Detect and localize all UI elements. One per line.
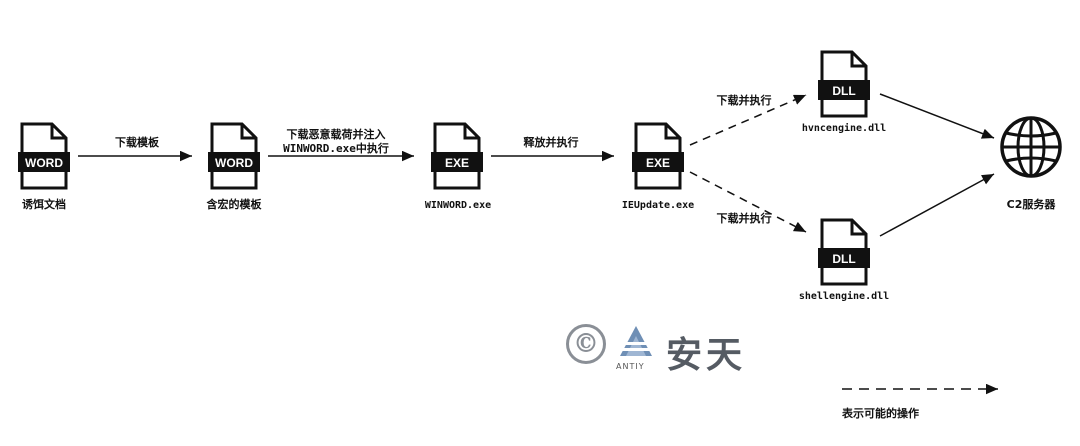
node-label-hvnc: hvncengine.dll: [801, 123, 887, 134]
edge-label-download-execute-top: 下载并执行: [716, 94, 772, 107]
watermark-sub: ANTIY: [616, 362, 645, 371]
exe-ieupdate-icon: EXE: [632, 122, 684, 190]
dll-hvnc-icon: DLL: [818, 50, 870, 118]
node-label-winword: WINWORD.exe: [424, 200, 492, 211]
icon-text: WORD: [25, 156, 63, 170]
icon-text: WORD: [215, 156, 253, 170]
exe-winword-icon: EXE: [431, 122, 483, 190]
icon-text: EXE: [445, 156, 469, 170]
edge-dashed-to-hvnc: [689, 94, 807, 146]
edge-dashed-to-shell: [689, 171, 807, 233]
node-label-macro-template: 含宏的模板: [206, 198, 262, 211]
node-label-ieupdate: IEUpdate.exe: [621, 200, 695, 211]
word-doc-icon: WORD: [18, 122, 70, 190]
node-label-shell: shellengine.dll: [798, 291, 890, 302]
word-template-icon: WORD: [208, 122, 260, 190]
dll-shell-icon: DLL: [818, 218, 870, 286]
antiy-watermark: © ANTIY 安天: [566, 318, 766, 376]
edge-label-download-inject-1: 下载恶意载荷并注入: [286, 128, 386, 141]
watermark-brand: 安天: [666, 335, 747, 376]
copyright-icon: ©: [566, 324, 606, 364]
edge-shell-to-c2: [879, 173, 995, 237]
node-label-c2: C2服务器: [1006, 198, 1056, 211]
node-label-bait-doc: 诱饵文档: [22, 198, 66, 211]
icon-text: EXE: [646, 156, 670, 170]
edge-hvnc-to-c2: [879, 93, 995, 139]
legend-label: 表示可能的操作: [842, 407, 919, 420]
globe-icon: [1000, 116, 1062, 178]
edge-label-download-template: 下载模板: [115, 136, 159, 149]
icon-text: DLL: [832, 252, 855, 266]
edge-label-release-execute: 释放并执行: [523, 136, 579, 149]
icon-text: DLL: [832, 84, 855, 98]
antiy-logo-icon: [620, 326, 652, 356]
edge-label-download-inject-2: WINWORD.exe中执行: [283, 142, 389, 155]
edge-label-download-execute-bottom: 下载并执行: [716, 212, 772, 225]
